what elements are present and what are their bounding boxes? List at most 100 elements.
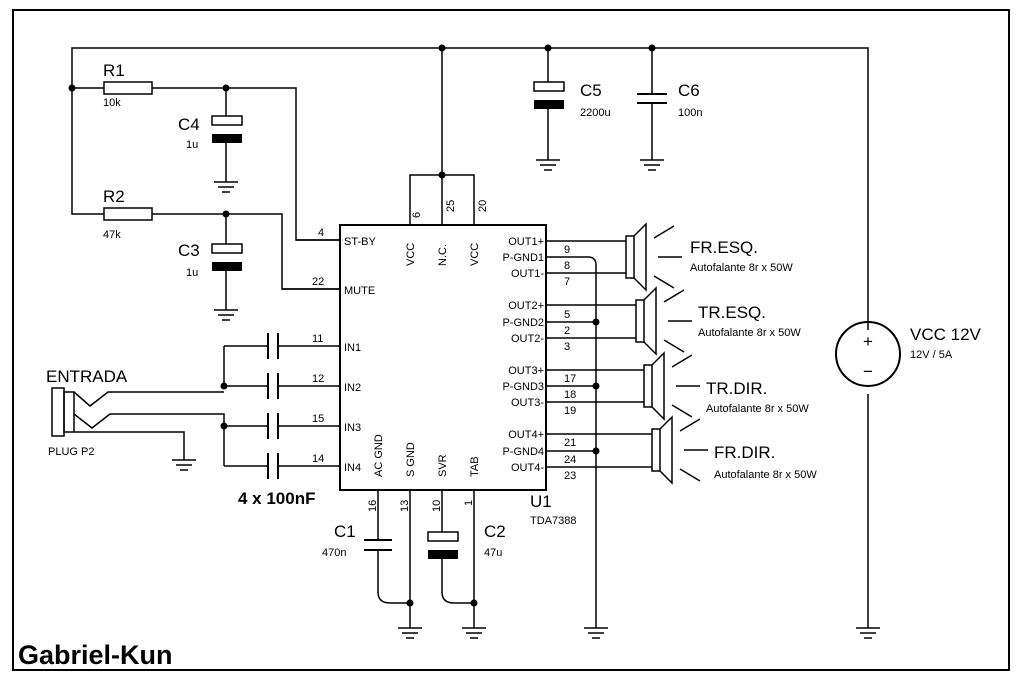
pin-num: 8 bbox=[564, 260, 570, 272]
r1-ref: R1 bbox=[103, 61, 125, 80]
pin-label: IN3 bbox=[344, 422, 361, 434]
ground-icon bbox=[214, 309, 238, 321]
pin-label: VCC bbox=[469, 243, 481, 266]
c3-value: 1u bbox=[186, 267, 198, 279]
c3-ref: C3 bbox=[178, 241, 200, 260]
pin-num: 23 bbox=[564, 470, 576, 482]
supply-minus: − bbox=[863, 362, 873, 381]
c2-value: 47u bbox=[484, 547, 502, 559]
speaker-icon bbox=[625, 222, 682, 292]
r1-value: 10k bbox=[103, 97, 121, 109]
ground-icon bbox=[214, 181, 238, 193]
pin-num: 7 bbox=[564, 276, 570, 288]
pin-num: 13 bbox=[399, 500, 411, 512]
capacitor-c5-plus bbox=[533, 81, 565, 92]
pin-label: OUT4- bbox=[511, 462, 544, 474]
vcc-to-pin6 bbox=[409, 48, 443, 225]
capacitor-c5-minus bbox=[534, 100, 564, 109]
pin-label: S GND bbox=[405, 442, 417, 477]
pin-num: 15 bbox=[312, 413, 324, 425]
speaker-icon bbox=[643, 351, 700, 421]
speaker-desc: Autofalante 8r x 50W bbox=[698, 327, 801, 339]
pin-num: 18 bbox=[564, 389, 576, 401]
pin-label: IN4 bbox=[344, 462, 361, 474]
pin-label: MUTE bbox=[344, 285, 375, 297]
supply-name: VCC 12V bbox=[910, 325, 982, 344]
audio-jack-icon bbox=[51, 387, 225, 471]
pin-label: AC GND bbox=[373, 434, 385, 477]
pin-num: 10 bbox=[431, 500, 443, 512]
pin-label: TAB bbox=[469, 456, 481, 477]
pin-label: OUT3+ bbox=[508, 365, 544, 377]
ic-left-pins: 4 ST-BY 22 MUTE 11 IN1 12 IN2 15 IN3 14 … bbox=[282, 227, 376, 474]
ground-icon bbox=[398, 627, 422, 639]
speaker-icon bbox=[635, 286, 692, 356]
capacitor-c3-plus bbox=[211, 243, 243, 254]
vcc-to-pin20 bbox=[442, 174, 475, 225]
ic-top-pins: 6 VCC 25 N.C. 20 VCC bbox=[405, 200, 489, 266]
pin-label: ST-BY bbox=[344, 236, 376, 248]
pin-num: 1 bbox=[463, 500, 475, 506]
pin-num: 16 bbox=[367, 500, 379, 512]
pin-num: 20 bbox=[477, 200, 489, 212]
ground-icon bbox=[536, 159, 560, 171]
r2-value: 47k bbox=[103, 229, 121, 241]
pin-num: 14 bbox=[312, 453, 324, 465]
ic-right-pins: OUT1+ P-GND1 OUT1- OUT2+ P-GND2 OUT2- OU… bbox=[502, 236, 576, 482]
speaker-name: FR.DIR. bbox=[714, 443, 775, 462]
supply-rating: 12V / 5A bbox=[910, 349, 953, 361]
input-connector: PLUG P2 bbox=[48, 446, 94, 458]
frame-border bbox=[12, 9, 1010, 671]
pin-num: 25 bbox=[445, 200, 457, 212]
supply-plus: + bbox=[863, 332, 873, 351]
pin-num: 4 bbox=[318, 227, 324, 239]
pin-label: IN2 bbox=[344, 382, 361, 394]
c6-ref: C6 bbox=[678, 81, 700, 100]
pin-label: VCC bbox=[405, 243, 417, 266]
pin-label: IN1 bbox=[344, 342, 361, 354]
c1-to-gnd bbox=[377, 550, 410, 604]
speaker-name: FR.ESQ. bbox=[690, 238, 758, 257]
pin-num: 5 bbox=[564, 309, 570, 321]
pin-label: P-GND1 bbox=[502, 252, 544, 264]
pin-label: P-GND3 bbox=[502, 381, 544, 393]
pin-num: 9 bbox=[564, 244, 570, 256]
resistor-r2 bbox=[103, 207, 153, 221]
c5-value: 2200u bbox=[580, 107, 611, 119]
pin-num: 11 bbox=[312, 333, 323, 345]
ic-ref: U1 bbox=[530, 492, 552, 511]
speaker-name: TR.DIR. bbox=[706, 379, 767, 398]
resistor-r1 bbox=[103, 81, 153, 95]
input-label: ENTRADA bbox=[46, 367, 128, 386]
pin-label: OUT4+ bbox=[508, 429, 544, 441]
speaker-wiring bbox=[546, 240, 652, 639]
ic-part: TDA7388 bbox=[530, 515, 576, 527]
c6-value: 100n bbox=[678, 107, 702, 119]
ic-u1 bbox=[339, 224, 547, 491]
speaker-icon bbox=[651, 415, 708, 485]
pin-label: OUT2- bbox=[511, 333, 544, 345]
pin-label: OUT3- bbox=[511, 397, 544, 409]
speaker-desc: Autofalante 8r x 50W bbox=[706, 403, 809, 415]
ground-icon bbox=[856, 627, 880, 639]
pin-label: P-GND2 bbox=[502, 317, 544, 329]
pin-label: SVR bbox=[437, 454, 449, 477]
capacitor-c4-plus bbox=[211, 115, 243, 126]
speaker-name: TR.ESQ. bbox=[698, 303, 766, 322]
ground-icon bbox=[640, 159, 664, 171]
capacitor-c2-minus bbox=[428, 550, 458, 559]
c4-value: 1u bbox=[186, 139, 198, 151]
pin-num: 22 bbox=[312, 276, 324, 288]
vcc-rail bbox=[71, 47, 869, 330]
c2-to-gnd bbox=[441, 559, 474, 604]
pin-num: 12 bbox=[312, 373, 324, 385]
ground-icon bbox=[462, 627, 486, 639]
c2-ref: C2 bbox=[484, 522, 506, 541]
ic-bottom-pins: AC GND S GND SVR TAB 16 13 10 1 bbox=[367, 434, 481, 512]
c1-ref: C1 bbox=[334, 522, 356, 541]
speaker-desc: Autofalante 8r x 50W bbox=[690, 262, 793, 274]
pin-num: 6 bbox=[411, 212, 423, 218]
r2-ref: R2 bbox=[103, 187, 125, 206]
pin-label: OUT1- bbox=[511, 268, 544, 280]
